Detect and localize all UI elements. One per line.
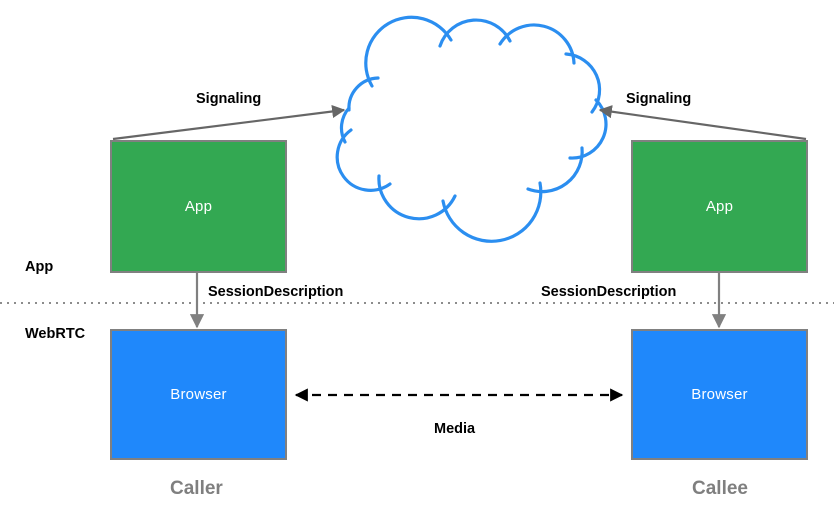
node-app-callee-label: App xyxy=(705,198,734,215)
edge-label-sessiondescription-left: SessionDescription xyxy=(208,284,344,300)
edge-label-sessiondescription-right: SessionDescription xyxy=(541,284,677,300)
node-browser-callee-label: Browser xyxy=(691,386,748,403)
node-app-caller-label: App xyxy=(184,198,213,215)
node-browser-callee[interactable]: Browser xyxy=(631,329,808,460)
edge-label-signaling-right: Signaling xyxy=(626,91,692,107)
signaling-cloud-icon xyxy=(335,15,608,243)
node-app-callee[interactable]: App xyxy=(631,140,808,273)
edge-label-media: Media xyxy=(434,421,476,437)
edge-signaling-left xyxy=(112,104,346,141)
role-label-caller: Caller xyxy=(170,478,223,499)
node-app-caller[interactable]: App xyxy=(110,140,287,273)
layer-label-webrtc: WebRTC xyxy=(25,326,86,342)
edge-label-signaling-left: Signaling xyxy=(196,91,262,107)
layer-label-app: App xyxy=(25,259,54,275)
node-browser-caller-label: Browser xyxy=(170,386,227,403)
role-label-callee: Callee xyxy=(692,478,748,499)
node-browser-caller[interactable]: Browser xyxy=(110,329,287,460)
edge-signaling-right xyxy=(598,105,807,141)
